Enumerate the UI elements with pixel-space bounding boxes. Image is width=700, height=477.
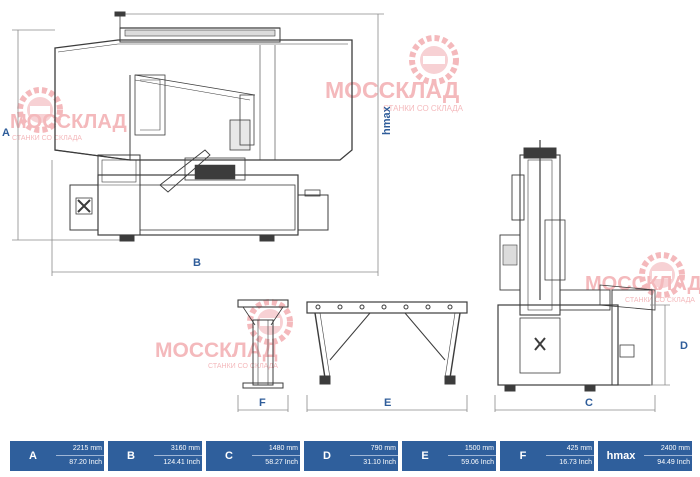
watermark-right: МОССКЛАД СТАНКИ СО СКЛАДА	[585, 252, 700, 304]
watermark-tagline-center: СТАНКИ СО СКЛАДА	[383, 104, 464, 113]
dimension-b	[51, 160, 379, 276]
dim-label-f: F	[259, 397, 266, 409]
dim-label-d: D	[680, 340, 688, 352]
dimension-a	[12, 29, 120, 241]
dimension-hmax	[115, 13, 384, 240]
side-view	[494, 140, 670, 412]
technical-drawing: МОССКЛАД СТАНКИ СО СКЛАДА МОССКЛАД СТАНК…	[2, 11, 700, 412]
watermark-bottom: МОССКЛАД СТАНКИ СО СКЛАДА	[155, 299, 293, 370]
spec-inch: 31.10 Inch	[363, 459, 396, 466]
gear-logo-icon	[639, 252, 685, 298]
spec-inch: 94.49 Inch	[657, 459, 690, 466]
spec-inch: 58.27 Inch	[265, 459, 298, 466]
control-panel-icon	[77, 199, 91, 213]
spec-key: D	[304, 441, 350, 471]
spec-mm: 1480 mm	[268, 445, 298, 452]
spec-inch: 87.20 Inch	[69, 459, 102, 466]
spec-key: B	[108, 441, 154, 471]
roller-table-front	[306, 301, 468, 412]
dim-label-b: B	[193, 257, 201, 269]
dim-label-c: C	[585, 397, 593, 409]
watermark-left: МОССКЛАД СТАНКИ СО СКЛАДА	[10, 87, 127, 142]
spec-inch: 124.41 Inch	[163, 459, 200, 466]
watermark-brand-left: МОССКЛАД	[10, 111, 127, 133]
watermark-brand-right: МОССКЛАД	[585, 273, 700, 295]
watermark-tagline-right: СТАНКИ СО СКЛАДА	[625, 297, 695, 304]
watermark-brand-bottom: МОССКЛАД	[155, 339, 278, 362]
gear-logo-icon	[409, 35, 459, 85]
watermark-brand-center: МОССКЛАД	[325, 77, 459, 103]
spec-key: hmax	[598, 441, 644, 471]
spec-bar: A 2215 mm 87.20 Inch B 3160 mm 124.41 In…	[10, 441, 694, 471]
spec-mm: 3160 mm	[170, 445, 200, 452]
spec-mm: 1500 mm	[464, 445, 494, 452]
spec-inch: 59.06 Inch	[461, 459, 494, 466]
watermark-center: МОССКЛАД СТАНКИ СО СКЛАДА	[325, 35, 464, 113]
dim-label-e: E	[384, 397, 391, 409]
spec-mm: 2400 mm	[660, 445, 690, 452]
spec-key: E	[402, 441, 448, 471]
gear-logo-icon	[247, 299, 293, 345]
dim-label-hmax: hmax	[381, 105, 393, 135]
spec-mm: 790 mm	[370, 445, 396, 452]
spec-key: C	[206, 441, 252, 471]
watermark-tagline-left: СТАНКИ СО СКЛАДА	[12, 135, 82, 142]
watermark-tagline-bottom: СТАНКИ СО СКЛАДА	[208, 363, 278, 370]
gear-logo-icon	[17, 87, 63, 133]
spec-key: A	[10, 441, 56, 471]
spec-mm: 2215 mm	[72, 445, 102, 452]
roller-stand-side	[237, 299, 289, 412]
front-view	[12, 11, 384, 276]
spec-key: F	[500, 441, 546, 471]
spec-inch: 16.73 Inch	[559, 459, 592, 466]
dim-label-a: A	[2, 127, 10, 139]
spec-mm: 425 mm	[566, 445, 592, 452]
